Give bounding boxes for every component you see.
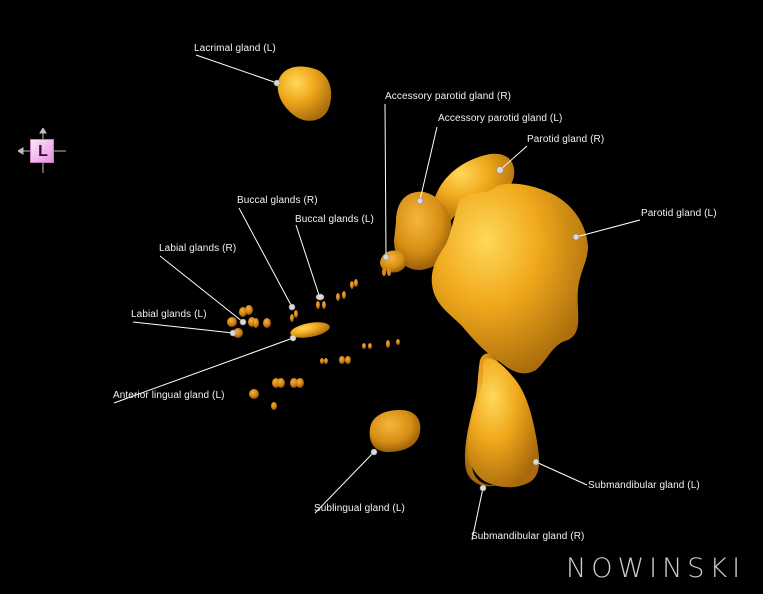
label-sublingual-gland-l: Sublingual gland (L) bbox=[314, 503, 405, 514]
label-accessory-parotid-gland-r: Accessory parotid gland (R) bbox=[385, 91, 512, 102]
pin-markers bbox=[229, 79, 580, 492]
label-parotid-gland-r: Parotid gland (R) bbox=[527, 134, 605, 145]
label-anterior-lingual-gland-l: Anterior lingual gland (L) bbox=[113, 390, 225, 401]
orientation-face: L bbox=[30, 139, 54, 163]
label-parotid-gland-l: Parotid gland (L) bbox=[641, 208, 717, 219]
label-buccal-glands-r: Buccal glands (R) bbox=[237, 195, 318, 206]
logo-text: NOWINSKI bbox=[566, 552, 746, 584]
label-labial-glands-l: Labial glands (L) bbox=[131, 309, 207, 320]
anterior-lingual-gland-l bbox=[290, 322, 330, 338]
minor-glands bbox=[227, 279, 400, 410]
orientation-cube[interactable]: L bbox=[18, 128, 68, 174]
leader-lines bbox=[113, 54, 641, 541]
parotid-gland-r bbox=[432, 153, 515, 222]
parotid-gland-l bbox=[431, 183, 588, 374]
label-accessory-parotid-gland-l: Accessory parotid gland (L) bbox=[438, 113, 563, 124]
label-buccal-glands-l: Buccal glands (L) bbox=[295, 214, 374, 225]
label-submandibular-gland-l: Submandibular gland (L) bbox=[588, 480, 700, 491]
nowinski-logo: NOWINSKI bbox=[566, 551, 746, 585]
submandibular-gland-l bbox=[467, 358, 540, 488]
label-lacrimal-gland-l: Lacrimal gland (L) bbox=[194, 43, 276, 54]
orientation-letter: L bbox=[38, 143, 48, 160]
label-labial-glands-r: Labial glands (R) bbox=[159, 243, 237, 254]
lacrimal-gland-l bbox=[277, 66, 332, 121]
accessory-parotid-gland-l bbox=[394, 191, 452, 270]
sublingual-gland-l bbox=[369, 410, 421, 452]
label-submandibular-gland-r: Submandibular gland (R) bbox=[471, 531, 585, 542]
